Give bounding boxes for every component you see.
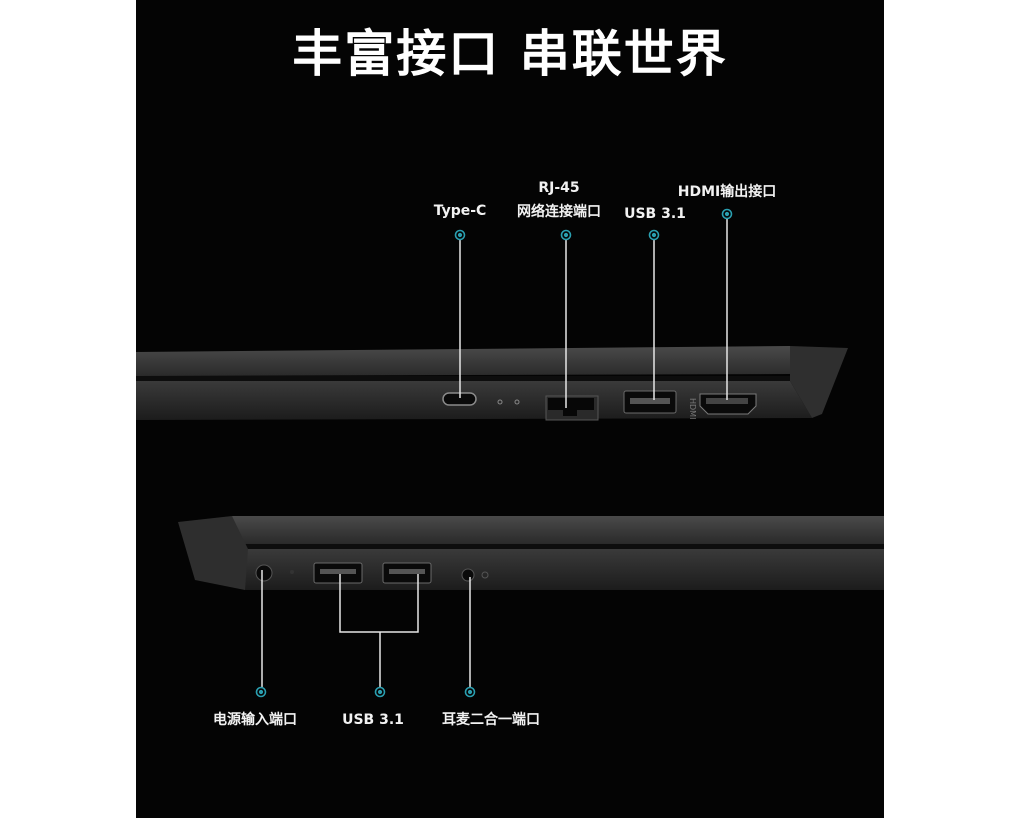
label-usb-top: USB 3.1 <box>624 206 686 222</box>
marker-icon <box>255 686 267 698</box>
audio-jack <box>461 568 475 582</box>
label-power-port: 电源输入端口 <box>213 712 297 728</box>
leader-lines <box>261 219 728 687</box>
marker-icon <box>374 686 386 698</box>
label-usb-bottom: USB 3.1 <box>342 712 404 728</box>
marker-icon <box>648 229 660 241</box>
marker-dots <box>255 208 733 698</box>
label-type-c: Type-C <box>433 203 487 219</box>
power-port <box>255 564 273 582</box>
page-title: 丰富接口 串联世界 <box>292 25 728 83</box>
marker-icon <box>560 229 572 241</box>
laptop-left-side <box>178 516 884 590</box>
marker-icon <box>721 208 733 220</box>
label-network-port: 网络连接端口 <box>517 204 601 220</box>
hdmi-marking: HDMI <box>688 398 697 419</box>
label-rj45: RJ-45 <box>538 180 580 196</box>
marker-icon <box>464 686 476 698</box>
laptop-right-side: HDMI <box>136 346 848 421</box>
label-audio-port: 耳麦二合一端口 <box>442 712 540 728</box>
label-hdmi: HDMI输出接口 <box>677 184 777 200</box>
marker-icon <box>454 229 466 241</box>
